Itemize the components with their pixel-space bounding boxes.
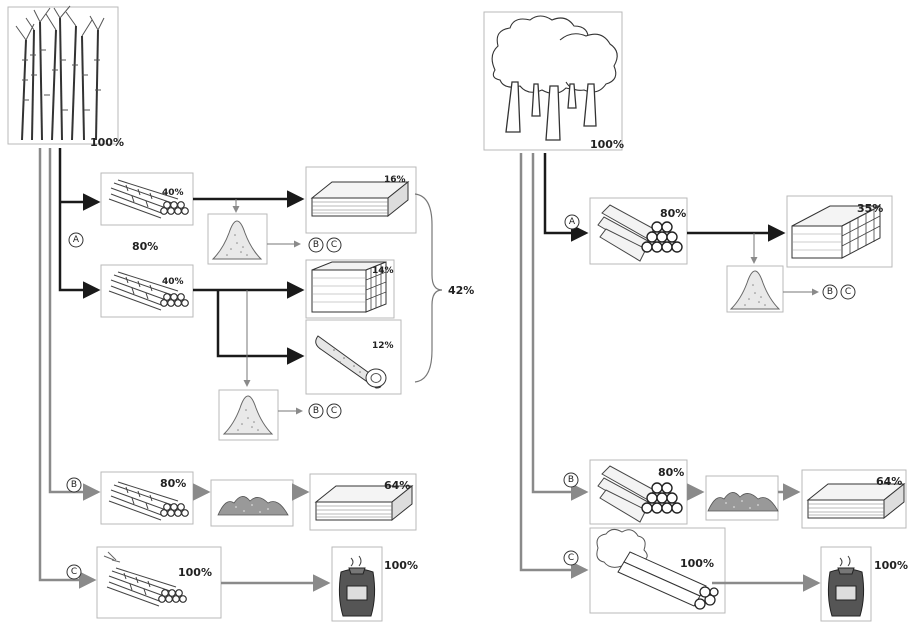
left-source-pct: 100%	[90, 136, 124, 149]
left-a2-residue-labels: B C	[308, 403, 342, 419]
left-combined-pct: 42%	[448, 284, 474, 297]
svg-text:C: C	[331, 406, 337, 416]
svg-text:B: B	[313, 240, 319, 250]
left-a1-bundle-pct: 40%	[162, 188, 184, 198]
right-route-c-arrow	[519, 153, 589, 579]
svg-text:A: A	[569, 217, 576, 227]
left-a2-product1-pct: 14%	[372, 266, 394, 276]
left-a2-bundle	[100, 264, 194, 318]
left-a2-beam-product	[305, 259, 395, 319]
right-c-sack-product	[820, 546, 872, 622]
right-route-a-arrow	[543, 153, 589, 242]
route-a-arrow	[58, 148, 101, 299]
left-a2-product2-arrow	[216, 290, 305, 365]
left-b-board-product	[309, 473, 417, 531]
left-a2-veneer-roll-product	[305, 319, 402, 395]
svg-text:C: C	[71, 567, 77, 577]
left-a1-sawdust	[207, 213, 268, 265]
right-a-logs	[589, 197, 688, 265]
left-route-a-label: A	[68, 232, 84, 248]
right-diagram: 100% A B C 80%	[483, 11, 908, 622]
right-route-b-arrow	[531, 153, 589, 501]
route-c-arrow	[38, 148, 97, 589]
left-diagram: 100% A 80% B C 40%	[7, 5, 474, 622]
route-b-arrow	[48, 148, 101, 501]
left-products-brace	[414, 193, 443, 383]
bamboo-source-image	[7, 5, 119, 145]
right-a-residue-labels: B C	[822, 284, 856, 300]
forest-source-image	[483, 11, 623, 151]
left-a1-product-pct: 16%	[384, 175, 406, 185]
right-c-logs-pct: 100%	[680, 557, 714, 570]
left-b-product-pct: 64%	[384, 479, 410, 492]
right-source-pct: 100%	[590, 138, 624, 151]
left-route-a-total-pct: 80%	[132, 240, 158, 253]
svg-text:C: C	[568, 553, 574, 563]
svg-text:B: B	[71, 480, 77, 490]
left-c-product-pct: 100%	[384, 559, 418, 572]
right-b-particles	[705, 475, 779, 521]
left-a2-bundle-pct: 40%	[162, 277, 184, 287]
right-b-logs	[589, 459, 688, 525]
left-c-bundle-pct: 100%	[178, 566, 212, 579]
left-c-sack-product	[331, 546, 383, 622]
right-b-product-pct: 64%	[876, 475, 902, 488]
right-a-product-pct: 35%	[857, 202, 883, 215]
svg-text:B: B	[568, 475, 574, 485]
right-b-board-product	[801, 469, 907, 529]
svg-text:A: A	[73, 235, 80, 245]
right-a-sawdust	[726, 265, 784, 313]
right-a-plywood-product	[786, 195, 893, 268]
left-c-bundle	[96, 546, 222, 619]
left-route-b-label: B	[66, 477, 82, 493]
left-a1-bundle	[100, 172, 194, 226]
left-a2-sawdust	[218, 389, 279, 441]
svg-text:C: C	[845, 287, 851, 297]
left-b-bundle-pct: 80%	[160, 477, 186, 490]
left-b-particles	[210, 479, 294, 527]
svg-text:B: B	[313, 406, 319, 416]
left-a1-board-product	[305, 166, 417, 234]
right-route-c-label: C	[563, 550, 579, 566]
right-c-product-pct: 100%	[874, 559, 908, 572]
svg-text:C: C	[331, 240, 337, 250]
right-b-logs-pct: 80%	[658, 466, 684, 479]
left-b-bundle	[100, 471, 194, 525]
right-route-b-label: B	[563, 472, 579, 488]
left-a2-product2-pct: 12%	[372, 341, 394, 351]
right-a-logs-pct: 80%	[660, 207, 686, 220]
left-route-c-label: C	[66, 564, 82, 580]
svg-text:B: B	[827, 287, 833, 297]
left-a1-residue-labels: B C	[308, 237, 342, 253]
right-c-tree-trunk	[589, 527, 726, 614]
right-route-a-label: A	[564, 214, 580, 230]
